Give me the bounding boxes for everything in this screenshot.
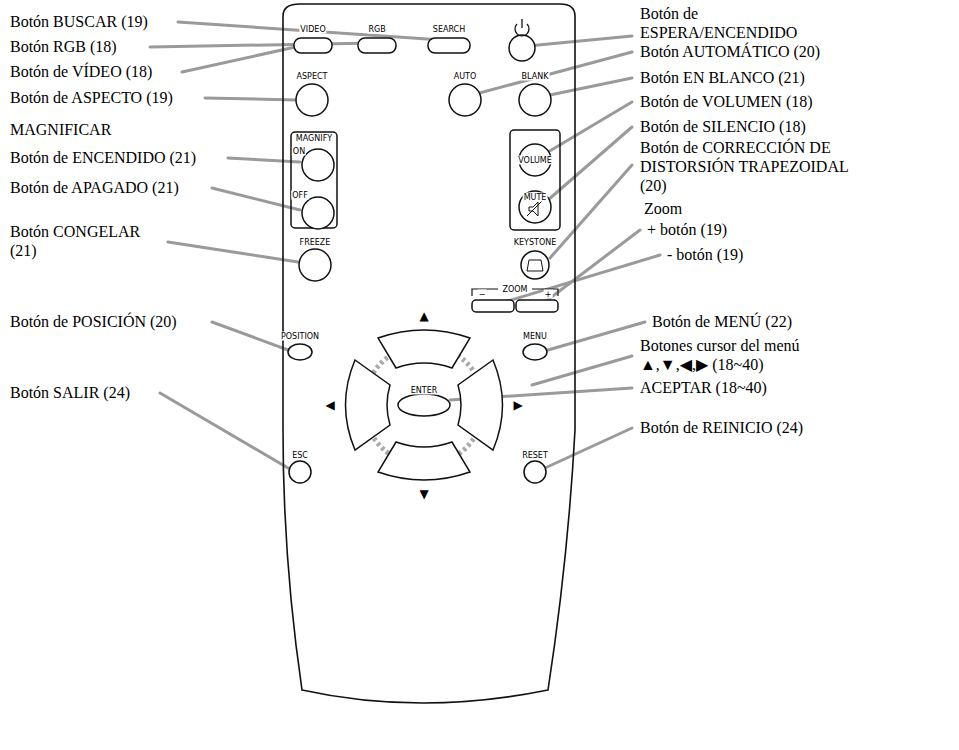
button-label: AUTO [453, 72, 478, 81]
callout-label: Zoom [642, 199, 684, 218]
button-label: SEARCH [432, 25, 466, 34]
callout-label: Botón de ASPECTO (19) [8, 88, 175, 107]
button-label: MUTE [523, 193, 548, 202]
button-label: ON [292, 147, 306, 156]
button-label: ▼ [419, 488, 428, 500]
button-label: ◀ [325, 399, 334, 411]
callout-label: Botón de ESPERA/ENCENDIDO [638, 4, 817, 42]
button-label: VOLUME [517, 156, 553, 165]
callout-label: MAGNIFICAR [8, 120, 113, 139]
callout-label: ACEPTAR (18~40) [638, 378, 769, 397]
callout-label: + botón (19) [645, 220, 729, 239]
button-label: OFF [291, 191, 309, 200]
callout-label: Botones cursor del menú ▲,▼,◀,▶ (18~40) [638, 336, 867, 374]
remote-body [283, 4, 575, 703]
remote-buttons [288, 35, 560, 483]
button-label: − [478, 290, 487, 299]
button-label: KEYSTONE [513, 238, 558, 247]
callout-label: Botón de REINICIO (24) [638, 418, 807, 437]
callout-label: - botón (19) [665, 245, 745, 264]
button-label: RGB [367, 25, 386, 34]
cursor-pad [346, 330, 503, 480]
button-label: FREEZE [299, 238, 332, 247]
button-label: MENU [522, 332, 548, 341]
callout-label: Botón RGB (18) [8, 37, 119, 56]
callout-label: Botón de APAGADO (21) [8, 178, 181, 197]
button-label: VIDEO [299, 25, 326, 34]
button-label: ESC [291, 451, 309, 460]
callout-label: Botón de SILENCIO (18) [638, 117, 808, 136]
button-label: ASPECT [296, 72, 329, 81]
callout-label: Botón de VÍDEO (18) [8, 62, 154, 81]
callout-label: Botón de POSICIÓN (20) [8, 312, 179, 331]
button-label: POSITION [280, 332, 320, 341]
button-label: ENTER [410, 386, 439, 395]
callout-label: Botón de VOLUMEN (18) [638, 92, 815, 111]
power-symbol [515, 19, 529, 36]
button-label: RESET [521, 451, 549, 460]
mute-icon [527, 200, 543, 216]
button-label: ▲ [419, 310, 428, 322]
leader-lines [150, 22, 660, 468]
callout-label: Botón de ENCENDIDO (21) [8, 148, 198, 167]
button-label: + [544, 290, 553, 299]
callout-label: Botón de MENÚ (22) [650, 312, 794, 331]
callout-label: Botón BUSCAR (19) [8, 12, 150, 31]
callout-label: Botón AUTOMÁTICO (20) [638, 42, 822, 61]
callout-label: Botón de CORRECCIÓN DE DISTORSIÓN TRAPEZ… [638, 138, 872, 195]
button-label: BLANK [521, 72, 550, 81]
button-label: ZOOM [502, 285, 529, 294]
keystone-icon [527, 260, 543, 271]
callout-label: Botón SALIR (24) [8, 383, 132, 402]
callout-label: Botón CONGELAR (21) [8, 222, 162, 260]
button-label: MAGNIFY [295, 134, 333, 143]
callout-label: Botón EN BLANCO (21) [638, 68, 807, 87]
button-label: ▶ [513, 399, 522, 411]
